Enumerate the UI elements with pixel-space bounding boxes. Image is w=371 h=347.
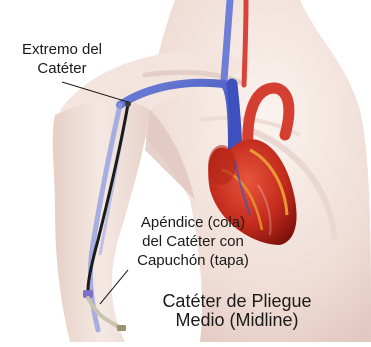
diagram-title: Catéter de Pliegue Medio (Midline): [137, 292, 337, 330]
catheter-hub-label: Apéndice (cola) del Catéter con Capuchón…: [122, 213, 264, 270]
carotid-artery: [244, 0, 246, 85]
catheter-tip-label: Extremo del Catéter: [12, 40, 112, 78]
